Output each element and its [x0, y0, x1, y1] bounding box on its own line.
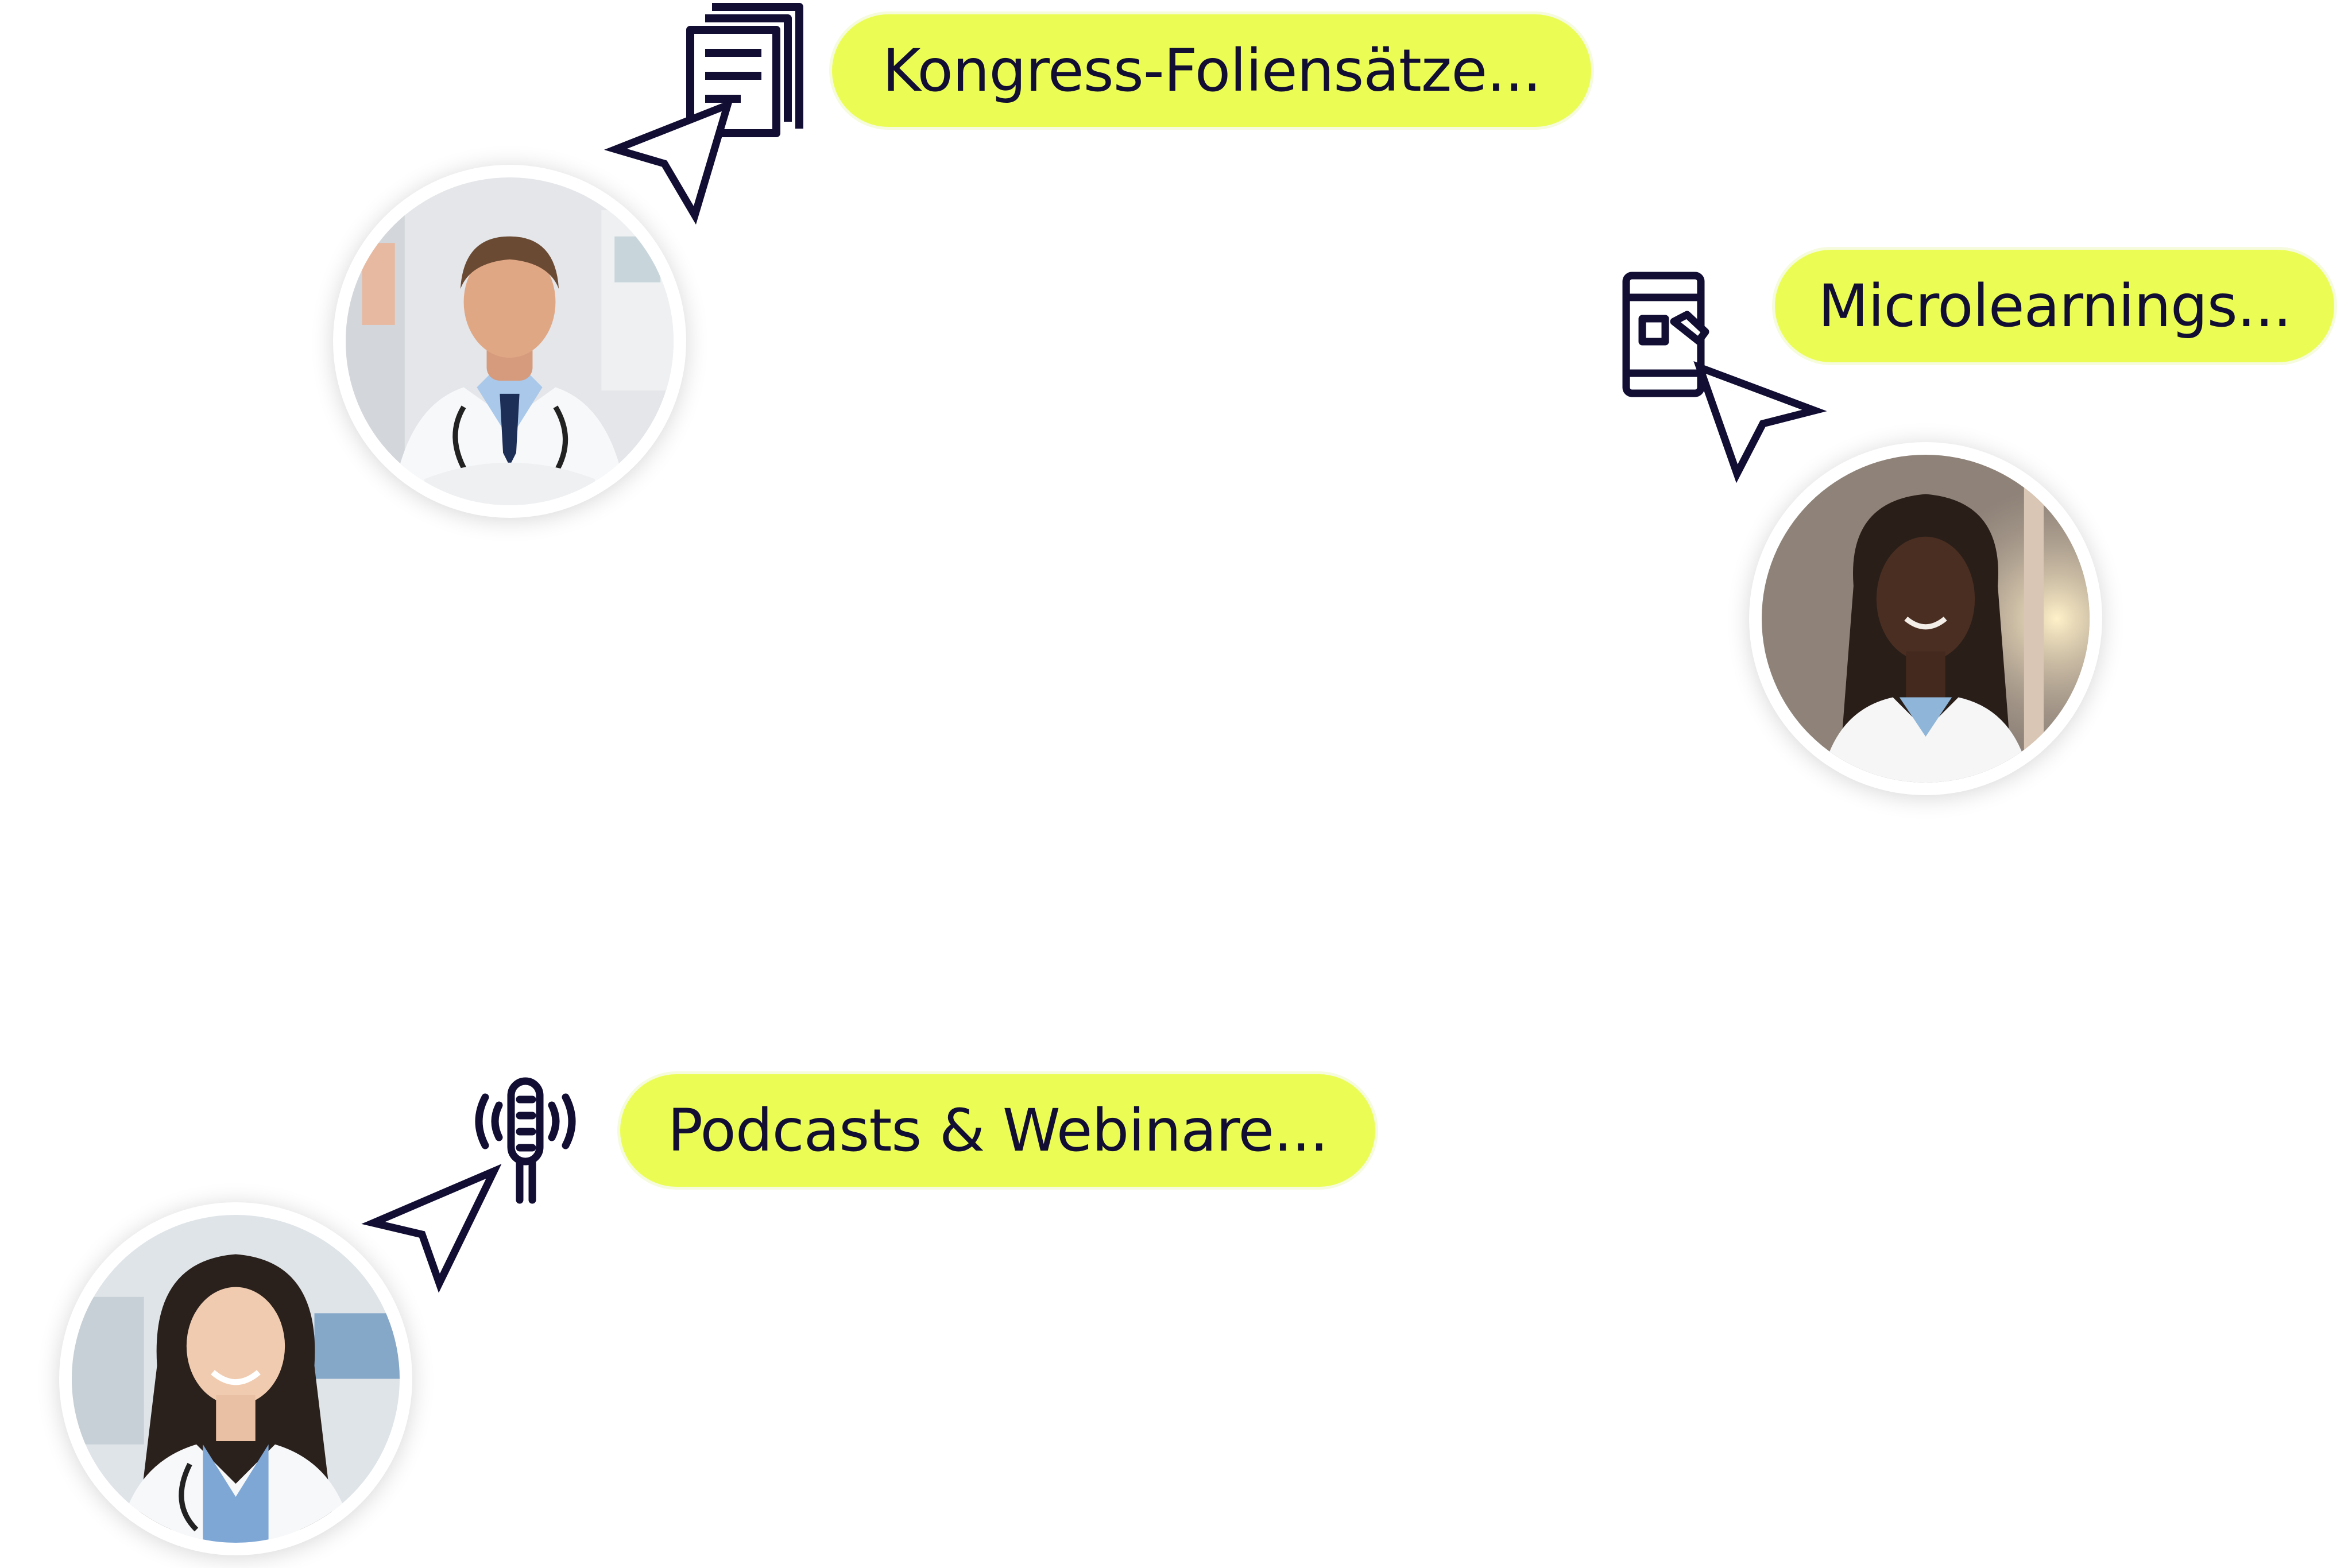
podcasts-webinars-label: Podcasts & Webinare... [667, 1096, 1329, 1165]
microlearnings-bubble: Microlearnings... [1772, 247, 2337, 365]
congress-slides-bubble: Kongress-Foliensätze... [829, 11, 1594, 130]
podcasts-webinars-bubble: Podcasts & Webinare... [617, 1071, 1378, 1190]
cursor-arrow-icon [604, 99, 736, 225]
doctor-female-avatar-2 [59, 1202, 412, 1555]
microphone-broadcast-icon [457, 1077, 594, 1206]
microlearnings-label: Microlearnings... [1817, 272, 2292, 340]
cursor-arrow-icon [361, 1164, 502, 1293]
congress-slides-label: Kongress-Foliensätze... [882, 36, 1542, 105]
mobile-phone-tap-icon [1619, 270, 1746, 419]
doctor-male-avatar [333, 165, 686, 518]
doctor-female-avatar-1 [1749, 442, 2102, 795]
cursor-arrow-icon [1693, 356, 1827, 483]
